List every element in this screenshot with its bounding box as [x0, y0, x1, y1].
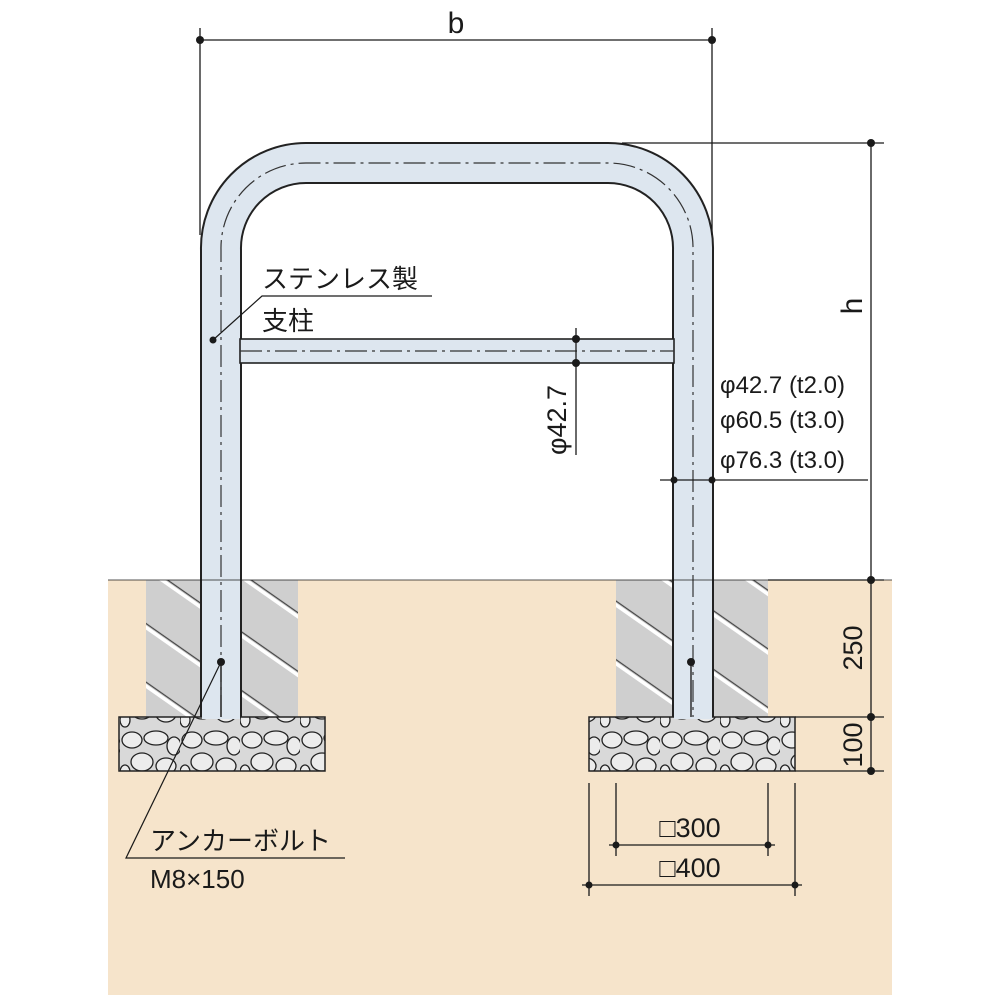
anchor-bolt-right-dot — [687, 658, 695, 666]
material-label-line2: 支柱 — [262, 306, 314, 336]
bar-dim-dot-bottom — [572, 359, 580, 367]
pipe-spec-dot-right — [708, 476, 716, 484]
footing-outer-label: □400 — [659, 853, 720, 883]
pipe-spec-1: φ42.7 (t2.0) — [720, 372, 845, 399]
gravel-depth-label: 100 — [838, 722, 868, 767]
gravel-base-right — [588, 716, 796, 772]
footing-outer-dot-left — [585, 881, 593, 889]
pipe-centerline — [220, 162, 694, 717]
height-label: h — [836, 298, 869, 315]
material-leader — [212, 295, 432, 341]
gravel-base-left — [118, 716, 326, 772]
pipe-spec-dot-left — [670, 476, 678, 484]
embed-depth-label: 250 — [838, 625, 868, 670]
anchor-label-line1: アンカーボルト — [150, 826, 331, 856]
pipe-spec-2: φ60.5 (t3.0) — [720, 407, 845, 434]
width-label: b — [448, 7, 465, 40]
pipe-spec-3: φ76.3 (t3.0) — [720, 447, 845, 474]
anchor-leader — [125, 661, 345, 859]
footing-inner-label: □300 — [659, 813, 720, 843]
height-dim-dot-top — [867, 139, 875, 147]
bar-diameter-label: φ42.7 — [542, 385, 572, 455]
footing-inner-dot-left — [612, 841, 620, 849]
footing-inner-dot-right — [764, 841, 772, 849]
anchor-label-line2: M8×150 — [150, 864, 245, 894]
material-label-line1: ステンレス製 — [262, 264, 418, 294]
footing-outer-dot-right — [791, 881, 799, 889]
bar-dim-dot-top — [572, 335, 580, 343]
